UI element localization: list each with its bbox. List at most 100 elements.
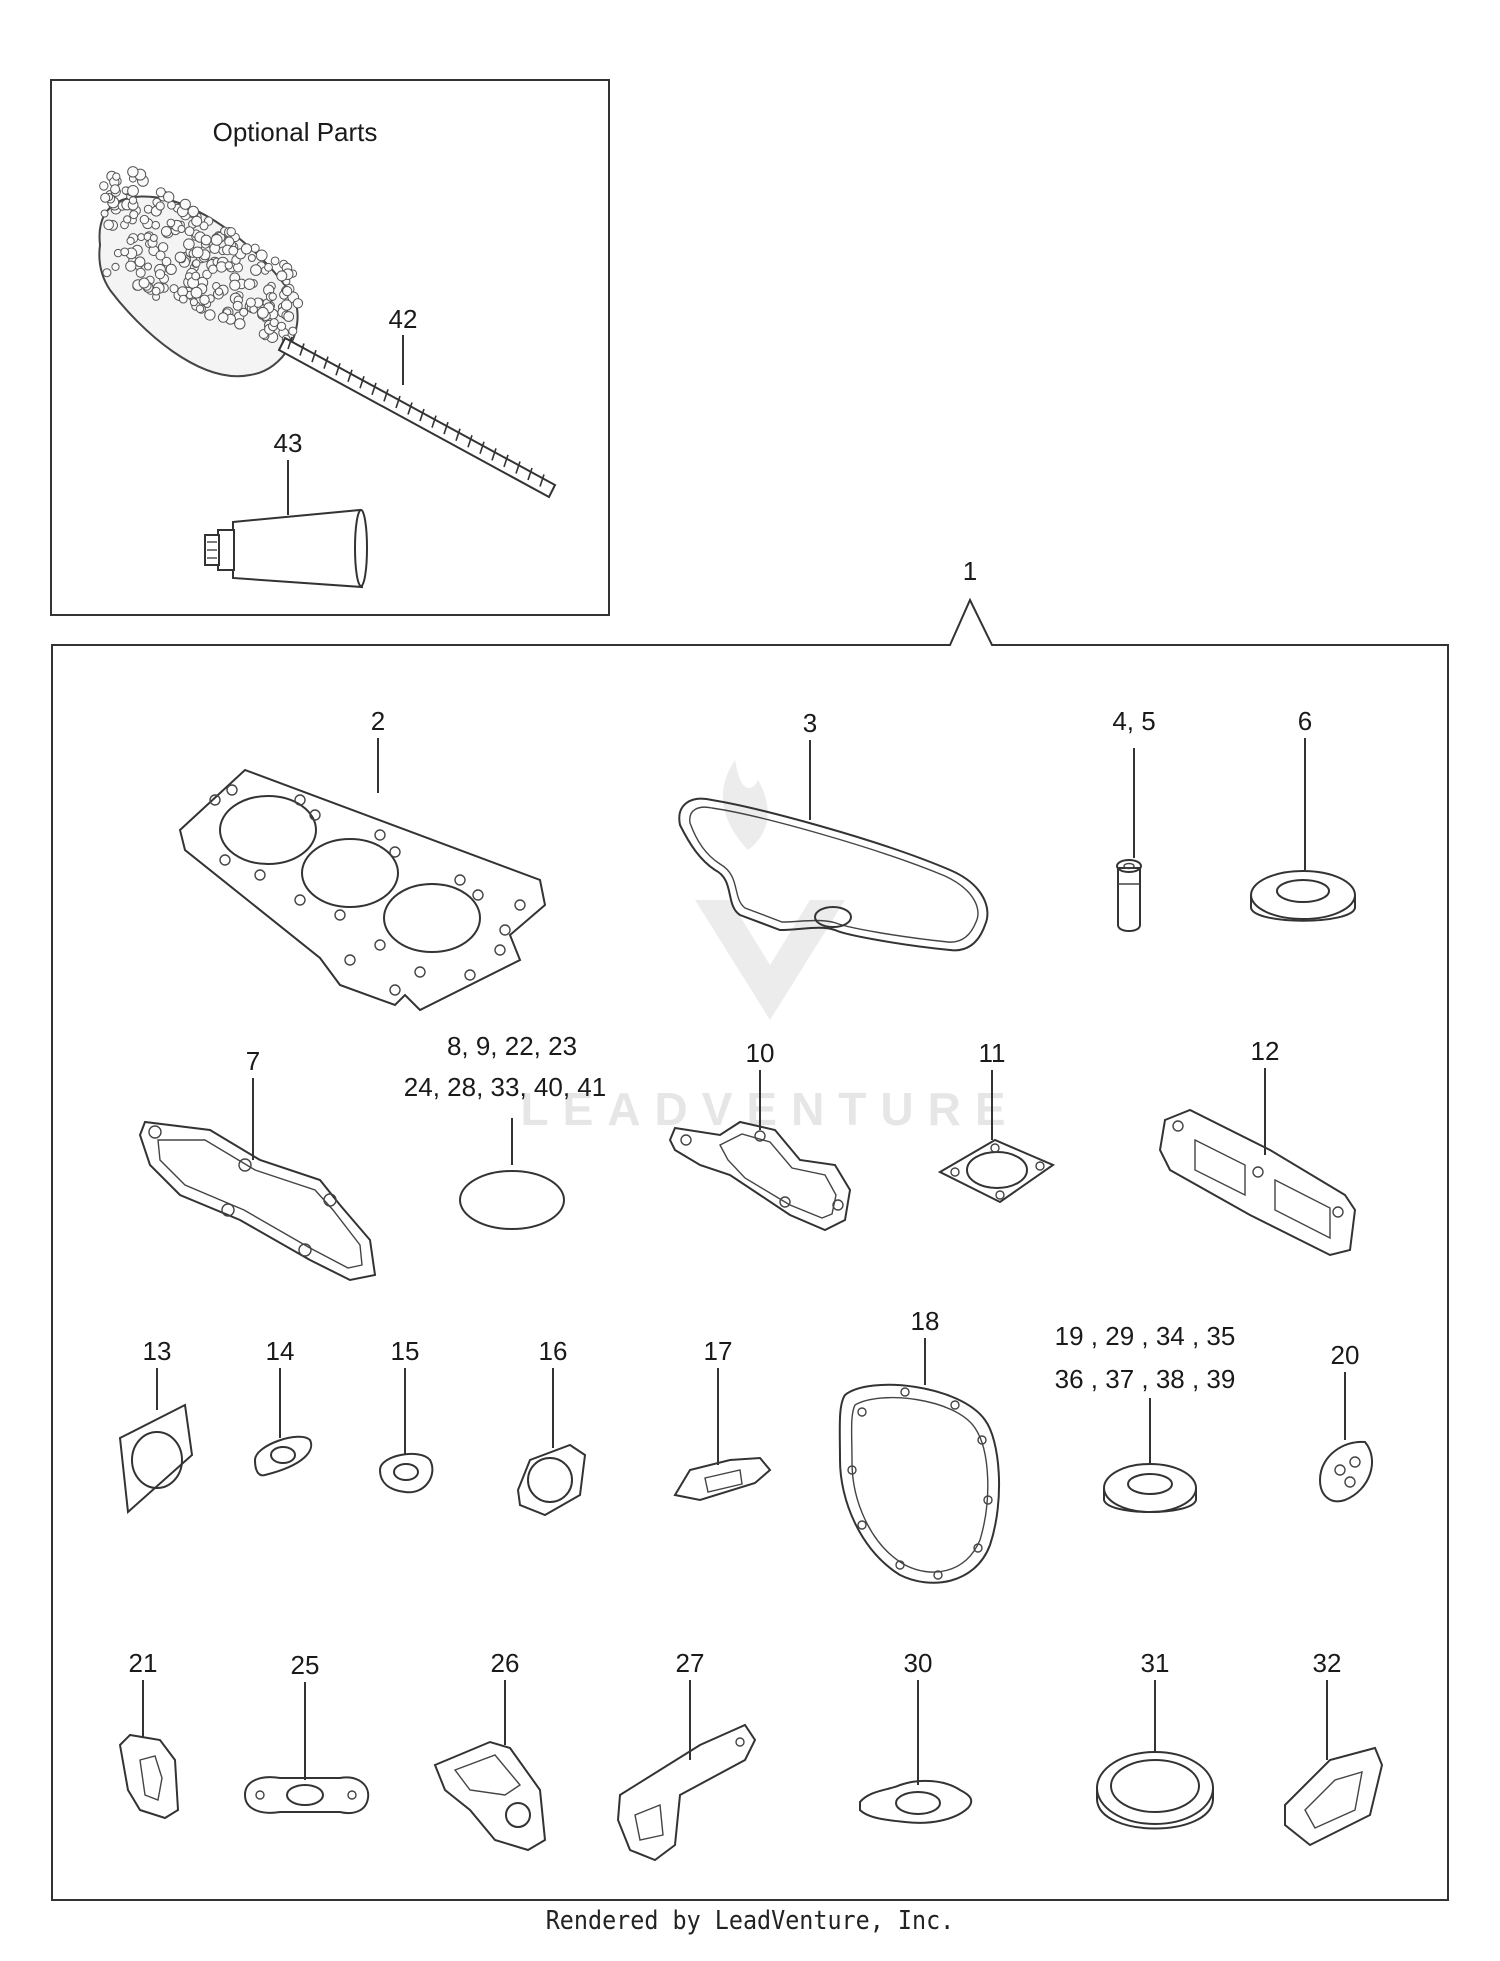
part-26-water-pump-gasket: [433, 1740, 547, 1852]
gasket-hole: [414, 966, 426, 978]
bristle: [240, 243, 253, 255]
callout-19-group-line2: 36 , 37 , 38 , 39: [1055, 1364, 1236, 1394]
cover-gasket-inner: [689, 806, 979, 943]
bristle: [200, 234, 212, 246]
bolt-hole: [832, 1199, 844, 1211]
callout-2: 2: [371, 706, 385, 736]
handle-stripe: [515, 461, 521, 474]
callout-17: 17: [704, 1336, 733, 1366]
cylinder-bore: [383, 883, 481, 953]
bolt-hole: [238, 1158, 252, 1172]
seal-ring-outer: [1096, 1751, 1214, 1825]
callout-10: 10: [746, 1038, 775, 1068]
callout-18: 18: [911, 1306, 940, 1336]
gasket-hole: [857, 1407, 867, 1417]
gasket-26-outline: [433, 1740, 547, 1852]
bristle: [217, 312, 229, 323]
valve-seal-bore: [1123, 862, 1135, 870]
handle-stripe: [539, 474, 545, 487]
bolt-hole: [779, 1196, 791, 1208]
callout-19-group-line1: 19 , 29 , 34 , 35: [1055, 1321, 1236, 1351]
bristle: [102, 268, 112, 278]
bristle: [224, 261, 234, 270]
callout-31: 31: [1141, 1648, 1170, 1678]
bristle: [103, 219, 114, 231]
part-15-gasket: [378, 1452, 434, 1494]
handle-stripe: [443, 421, 449, 435]
gasket-21-inner: [139, 1755, 163, 1801]
bristle: [183, 238, 195, 250]
gasket-11-outline: [937, 1138, 1056, 1204]
bristle: [112, 172, 121, 181]
bristle: [210, 234, 223, 246]
callout-43: 43: [274, 428, 303, 458]
bristle: [166, 218, 176, 228]
gasket-hole: [847, 1465, 857, 1475]
bristle: [100, 192, 111, 203]
handle-stripe: [359, 376, 365, 389]
part-12-exhaust-gasket: [1158, 1108, 1357, 1257]
bristle: [243, 278, 256, 291]
gasket-16-bore: [527, 1457, 573, 1503]
bristle: [155, 187, 166, 198]
gasket-hole: [973, 1543, 983, 1553]
bristle: [111, 262, 120, 271]
oil-seal-inner: [1276, 879, 1330, 903]
callout-7: 7: [246, 1046, 260, 1076]
oil-seal-side: [1103, 1488, 1197, 1513]
gasket-30-bore: [895, 1791, 941, 1815]
gasket-20-outline: [1318, 1440, 1374, 1503]
bolt-hole: [298, 1243, 312, 1257]
bristle: [191, 271, 201, 281]
gasket-hole: [464, 969, 476, 981]
gasket-26-bore: [505, 1802, 531, 1828]
callout-26: 26: [491, 1648, 520, 1678]
bristle: [270, 256, 280, 266]
gasket-7-inner: [157, 1139, 363, 1269]
gasket-17-port: [704, 1469, 743, 1493]
tube-neck: [217, 529, 235, 571]
gasket-kit-box: [51, 597, 1449, 1901]
callout-6: 6: [1298, 706, 1312, 736]
brush-bristles: [99, 166, 304, 352]
bristle: [264, 262, 273, 272]
seal-ring-side: [1096, 1788, 1214, 1830]
oil-seal-outer: [1103, 1463, 1197, 1513]
handle-stripe: [287, 336, 293, 350]
gasket-13-outline: [118, 1403, 194, 1515]
bristle: [149, 234, 158, 242]
handle-stripe: [299, 343, 305, 356]
bristle: [282, 286, 293, 297]
gasket-hole: [895, 1560, 905, 1570]
part-42-brush: [98, 166, 557, 499]
handle-stripe: [347, 369, 353, 383]
gasket-hole: [977, 1435, 987, 1445]
handle-stripe: [407, 402, 413, 415]
bolt-hole: [1035, 1161, 1045, 1171]
gasket-11-bore: [966, 1151, 1028, 1189]
part-43-tube: [204, 508, 368, 589]
gasket-20-port: [1334, 1464, 1346, 1476]
callout-8-group-line1: 8, 9, 22, 23: [447, 1031, 577, 1061]
gasket-7-outline: [138, 1120, 377, 1282]
bristle: [190, 286, 203, 299]
gasket-hole: [344, 954, 356, 966]
bristle: [239, 307, 249, 317]
gasket-27-outline: [616, 1723, 757, 1862]
oil-seal-inner: [1127, 1473, 1173, 1495]
optional-parts-box: [50, 79, 610, 616]
bristle: [138, 277, 150, 289]
part-7-gasket: [138, 1120, 377, 1282]
callout-30: 30: [904, 1648, 933, 1678]
bolt-hole: [995, 1190, 1005, 1200]
bolt-hole: [347, 1790, 357, 1800]
tube-crimp: [354, 509, 368, 587]
callout-20: 20: [1331, 1340, 1360, 1370]
bristle: [283, 311, 295, 322]
callout-1: 1: [963, 556, 977, 586]
bristle: [135, 267, 146, 278]
part-13-gasket: [118, 1403, 194, 1515]
bolt-hole: [680, 1134, 692, 1146]
bristle: [195, 304, 205, 313]
gasket-32-outline: [1284, 1746, 1384, 1847]
